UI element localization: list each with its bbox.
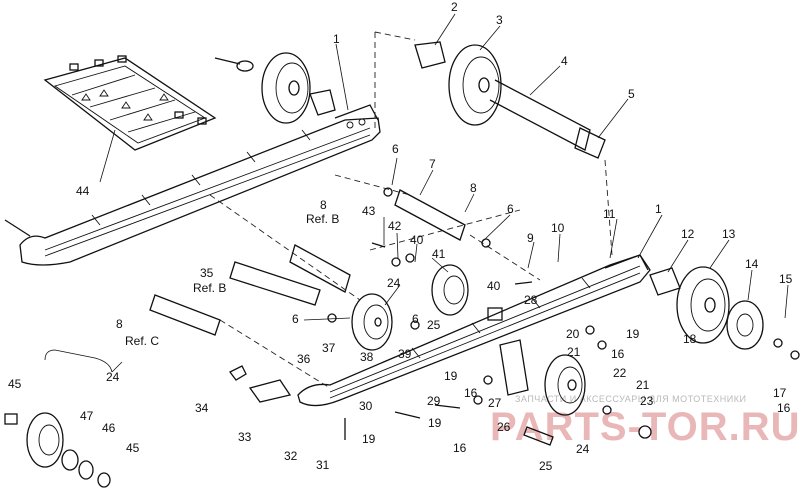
label-38: 38 [360, 350, 374, 364]
rear-idler-wheel [649, 266, 764, 350]
rear-axle-assembly [414, 41, 606, 159]
label-16-d: 16 [453, 441, 467, 455]
guide-line-2 [374, 31, 416, 41]
right-slide-rail [297, 254, 651, 407]
label-30: 30 [359, 399, 373, 413]
label-24-bottom: 24 [576, 442, 590, 456]
label-41: 41 [432, 247, 446, 261]
lower-idler-wheel [499, 339, 586, 416]
label-1-right: 1 [655, 202, 662, 216]
guide-line-8 [369, 209, 521, 251]
label-5: 5 [628, 87, 635, 101]
label-16-b: 16 [464, 386, 478, 400]
label-21-a: 21 [567, 345, 581, 359]
label-11: 11 [603, 207, 616, 221]
label-32: 32 [284, 449, 298, 463]
label-35: 35 [200, 266, 214, 280]
label-37: 37 [322, 341, 336, 355]
label-8-c: 8 [116, 317, 123, 331]
hardware-fasteners [4, 187, 800, 446]
label-33: 33 [238, 430, 252, 444]
label-1-top: 1 [333, 32, 340, 46]
slider-parts [229, 365, 292, 403]
label-24-mid: 24 [387, 276, 401, 290]
middle-idler-wheels [351, 264, 469, 351]
label-34: 34 [195, 401, 209, 415]
shafts [149, 189, 466, 336]
label-40-a: 40 [410, 233, 424, 247]
label-29: 29 [427, 394, 441, 408]
left-slide-rail [19, 104, 381, 266]
label-9: 9 [527, 231, 534, 245]
label-25-bottom: 25 [539, 459, 553, 473]
guide-line-4 [209, 194, 361, 301]
label-16-c: 16 [777, 401, 791, 415]
guide-line-5 [334, 174, 411, 196]
label-14: 14 [745, 257, 759, 271]
label-6-c: 6 [292, 312, 299, 326]
label-8-b: 8 [320, 198, 327, 212]
label-45-a: 45 [8, 377, 22, 391]
callout-labels: 2 3 1 4 5 6 7 8 8 Ref. B 6 43 42 40 41 9… [8, 0, 793, 473]
label-16-a: 16 [611, 347, 625, 361]
guide-line-6 [219, 319, 331, 389]
label-13: 13 [722, 227, 736, 241]
label-12: 12 [681, 227, 695, 241]
leader-lines [303, 13, 789, 321]
label-17: 17 [773, 386, 787, 400]
watermark-logo: PARTS-TOR.RU [490, 405, 800, 449]
label-6-a: 6 [392, 142, 399, 156]
label-3: 3 [496, 13, 503, 27]
track-section-44 [43, 55, 217, 151]
front-idler-wheel [214, 52, 336, 124]
label-47: 47 [80, 409, 94, 423]
label-21-b: 21 [636, 378, 650, 392]
label-31: 31 [316, 458, 330, 472]
label-19-a: 19 [626, 327, 640, 341]
label-19-c: 19 [428, 416, 442, 430]
label-8-a: 8 [470, 181, 477, 195]
label-19-b: 19 [444, 369, 458, 383]
guide-line-3 [604, 159, 613, 256]
ref-c: Ref. C [125, 334, 159, 348]
label-27: 27 [488, 396, 502, 410]
watermark-subtitle: ЗАПЧАСТИ И АКСЕССУАРЫ ДЛЯ МОТОТЕХНИКИ [515, 394, 746, 404]
label-4: 4 [561, 54, 568, 68]
label-6-b: 6 [507, 202, 514, 216]
label-36: 36 [297, 352, 311, 366]
label-26: 26 [497, 420, 511, 434]
label-44: 44 [76, 184, 90, 198]
label-46: 46 [102, 421, 116, 435]
label-28: 28 [524, 293, 538, 307]
label-39: 39 [398, 347, 412, 361]
ref-b-lower: Ref. B [193, 281, 226, 295]
label-22: 22 [613, 366, 627, 380]
label-25-mid: 25 [427, 318, 441, 332]
label-45-b: 45 [126, 441, 140, 455]
label-7: 7 [429, 157, 436, 171]
label-10: 10 [551, 221, 565, 235]
label-40-b: 40 [487, 279, 501, 293]
label-42: 42 [388, 219, 402, 233]
label-2: 2 [451, 0, 458, 14]
label-19-d: 19 [362, 432, 376, 446]
label-20: 20 [566, 327, 580, 341]
label-23: 23 [640, 394, 654, 408]
label-24-group: 24 [106, 370, 120, 384]
label-6-d: 6 [412, 312, 419, 326]
ref-b-upper: Ref. B [306, 212, 339, 226]
wheel-assembly-detail [4, 349, 123, 488]
label-15: 15 [779, 272, 793, 286]
label-43: 43 [362, 204, 376, 218]
label-18: 18 [683, 332, 697, 346]
